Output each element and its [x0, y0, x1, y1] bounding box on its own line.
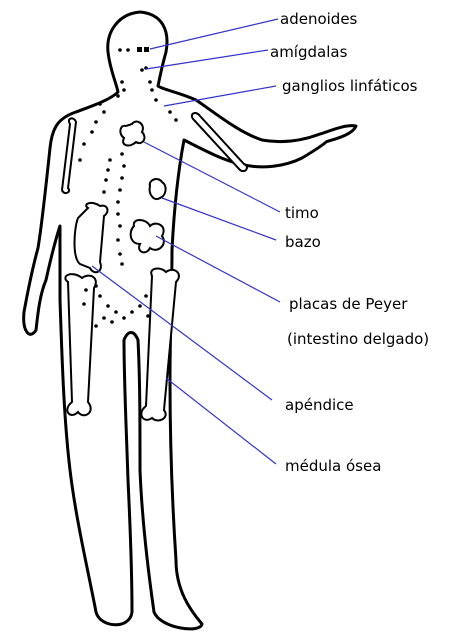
left-femur — [65, 274, 95, 415]
label-medula-osea: médula ósea — [285, 457, 381, 475]
right-femur — [141, 269, 179, 421]
label-placas-de-peyer: placas de Peyer — [289, 295, 408, 313]
right-arm-bone — [192, 113, 247, 171]
label-amigdalas: amígdalas — [270, 43, 348, 61]
label-intestino-delgado: (intestino delgado) — [287, 330, 429, 348]
intestine-shape — [75, 203, 108, 272]
left-arm-bone — [62, 118, 76, 193]
thymus-shape — [120, 122, 144, 146]
label-adenoides: adenoides — [280, 10, 358, 28]
peyer-patches-shape — [131, 220, 164, 252]
label-timo: timo — [285, 204, 319, 222]
label-ganglios-linfaticos: ganglios linfáticos — [282, 77, 418, 95]
leader-lines — [92, 19, 280, 464]
label-apendice: apéndice — [285, 396, 354, 414]
label-bazo: bazo — [285, 233, 321, 251]
spleen-shape — [150, 179, 166, 199]
